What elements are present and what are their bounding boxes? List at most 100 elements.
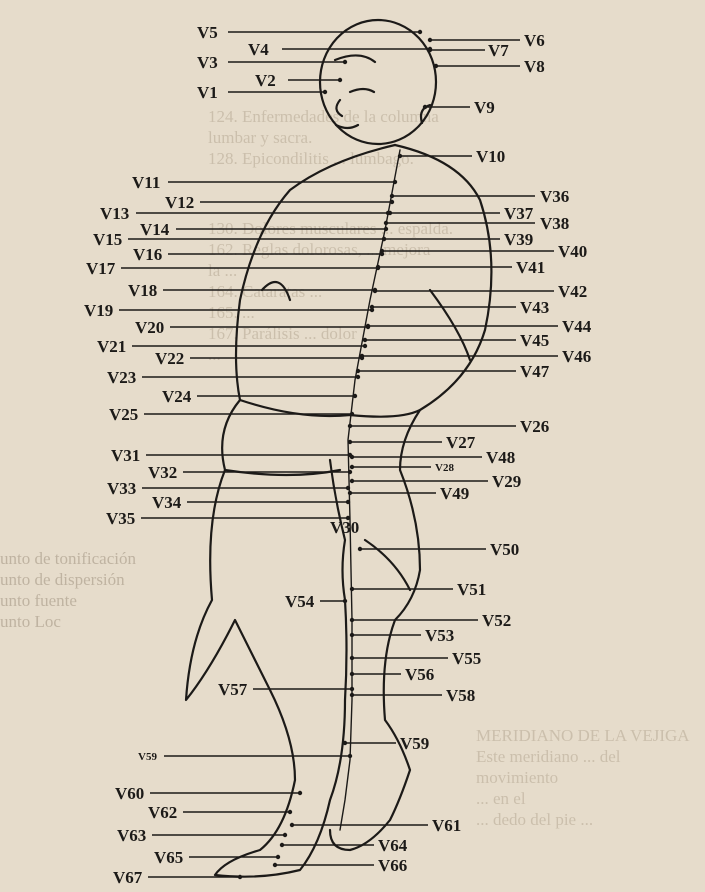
acupoint-dot [389,193,395,199]
point-label-v14: V14 [140,220,170,239]
point-label-v42: V42 [558,282,587,301]
bleed-region-left: unto de tonificación unto de dispersión … [0,548,260,632]
acupoint-dot [342,59,348,65]
point-label-v54: V54 [285,592,315,611]
acupoint-dot [279,842,285,848]
acupoint-dot [347,753,353,759]
bleed-text: unto fuente [0,591,77,610]
acupoint-dot [372,288,378,294]
acupoint-dot [381,236,387,242]
point-label-v50: V50 [490,540,519,559]
bleed-text: 167. Parálisis ... dolor [208,324,357,343]
bleed-text: 164. Cataratas ... [208,282,323,301]
point-label-v8: V8 [524,57,545,76]
acupoint-dot [349,411,355,417]
point-label-v62: V62 [148,803,177,822]
bleed-text: unto Loc [0,612,61,631]
bleed-text: Este meridiano ... del movimiento [476,747,621,787]
point-label-v64: V64 [378,836,408,855]
point-label-v30: V30 [330,518,359,537]
point-label-v56: V56 [405,665,434,684]
point-label-v13: V13 [100,204,129,223]
acupoint-dot [349,692,355,698]
point-label-v43: V43 [520,298,549,317]
acupoint-dot [349,464,355,470]
acupoint-dot [345,515,351,521]
acupoint-dot [342,598,348,604]
point-label-v66: V66 [378,856,407,875]
point-label-v19: V19 [84,301,113,320]
acupoint-dot [349,671,355,677]
bleed-text: 124. Enfermedades de la columna lumbar y… [208,107,439,147]
acupoint-dot [383,226,389,232]
acupoint-dot [347,490,353,496]
acupoint-dot [369,304,375,310]
acupoint-dot [359,353,365,359]
acupoint-dot [347,469,353,475]
acupoint-dot [342,740,348,746]
point-label-v44: V44 [562,317,592,336]
point-label-v15: V15 [93,230,122,249]
point-label-v32: V32 [148,463,177,482]
point-label-v28: V28 [435,462,454,474]
acupoint-dot [349,655,355,661]
bleed-text: MERIDIANO DE LA VEJIGA [476,726,690,745]
acupoint-dot [349,478,355,484]
point-label-v63: V63 [117,826,146,845]
bleed-text: unto de tonificación [0,549,136,568]
acupoint-dot [345,485,351,491]
acupoint-dot [275,854,281,860]
point-label-v55: V55 [452,649,481,668]
bleed-text: ... [208,345,221,364]
point-label-v52: V52 [482,611,511,630]
point-label-v11: V11 [132,173,160,192]
point-label-v16: V16 [133,245,162,264]
acupoint-dot [422,104,428,110]
point-label-v23: V23 [107,368,136,387]
point-label-v4: V4 [248,40,269,59]
point-label-v36: V36 [540,187,569,206]
point-label-v9: V9 [474,98,495,117]
bleed-text: unto de dispersión [0,570,125,589]
point-label-v7: V7 [488,41,509,60]
acupoint-dot [365,323,371,329]
point-label-v31: V31 [111,446,140,465]
point-label-v29: V29 [492,472,521,491]
point-label-v57: V57 [218,680,248,699]
bleed-region-bottom: MERIDIANO DE LA VEJIGA Este meridiano ..… [476,725,702,830]
acupoint-dot [362,337,368,343]
point-label-v25: V25 [109,405,138,424]
acupoint-dot [375,264,381,270]
acupoint-dot [433,63,439,69]
point-label-v51: V51 [457,580,486,599]
point-label-v10: V10 [476,147,505,166]
bleed-text: 165. ... [208,303,255,322]
acupoint-dot [355,368,361,374]
point-label-v53: V53 [425,626,454,645]
acupoint-dot [297,790,303,796]
bleed-text: ... dedo del pie ... [476,810,594,829]
acupoint-dot [345,499,351,505]
point-label-v48: V48 [486,448,515,467]
point-label-v38: V38 [540,214,569,233]
acupoint-dot [397,153,403,159]
point-label-v41: V41 [516,258,545,277]
point-label-v20: V20 [135,318,164,337]
acupoint-dot [272,862,278,868]
point-label-v60: V60 [115,784,144,803]
acupoint-dot [337,77,343,83]
point-label-v49: V49 [440,484,469,503]
point-label-v6: V6 [524,31,545,50]
point-label-v46: V46 [562,347,591,366]
acupoint-dot [289,822,295,828]
point-label-v61: V61 [432,816,461,835]
point-label-v24: V24 [162,387,192,406]
point-label-v37: V37 [504,204,534,223]
acupoint-dot [347,423,353,429]
meridian-line [339,149,401,831]
bleed-text: la ... [208,261,238,280]
point-label-v17: V17 [86,259,116,278]
point-label-v2: V2 [255,71,276,90]
